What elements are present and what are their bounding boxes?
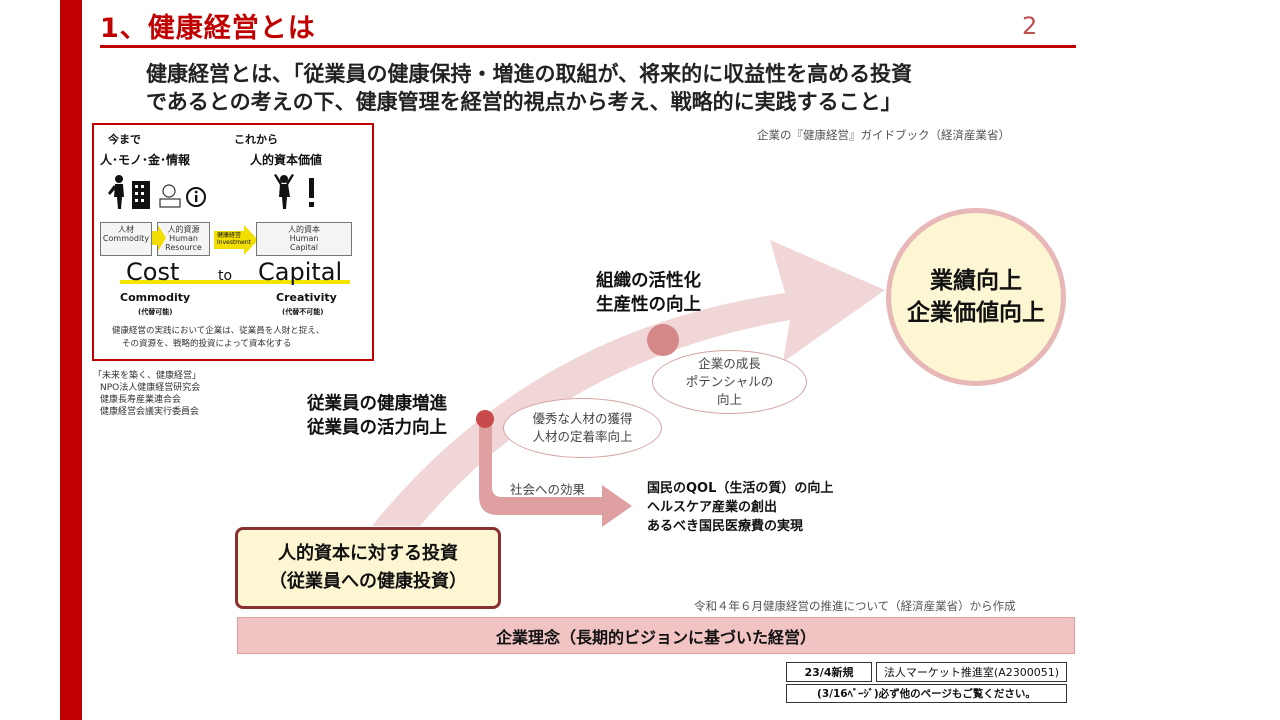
social-effect-arrow (479, 425, 632, 527)
page-number: 2 (1022, 12, 1038, 40)
inset-source-3: 健康長寿産業連合会 (100, 395, 182, 405)
capital-word: Capital (258, 258, 343, 286)
inset-source-2: NPO法人健康経営研究会 (100, 383, 201, 393)
human-capital-inset: 今まで これから 人･モノ･金･情報 人的資本価値 (92, 123, 374, 361)
inset-source-1: 「未来を築く、健康経営」 (93, 371, 202, 381)
investment-arrow (214, 225, 258, 255)
talent-oval: 優秀な人材の獲得 人材の定着率向上 (503, 398, 662, 458)
inset-footnote-1: 健康経営の実践において企業は、従業員を人財と捉え、 (112, 326, 325, 336)
source-guidebook: 企業の『健康経営』ガイドブック（経済産業省） (757, 128, 1010, 142)
footer-department: 法人マーケット推進室(A2300051) (876, 662, 1067, 682)
definition-line-1: 健康経営とは、「従業員の健康保持・増進の取組が、将来的に収益性を高める投資 (146, 62, 913, 86)
oval1-line1: 優秀な人材の獲得 (532, 411, 633, 426)
corporate-philosophy-bar: 企業理念（長期的ビジョンに基づいた経営） (237, 617, 1075, 654)
stage2-line2: 生産性の向上 (596, 295, 701, 315)
slide-title: 1、健康経営とは (100, 13, 316, 44)
growth-arrow (372, 240, 885, 526)
arrow-label-line1: 健康経営 (217, 232, 242, 239)
inset-source-4: 健康経営会議実行委員会 (100, 407, 200, 417)
oval2-line3: 向上 (716, 392, 742, 407)
investment-arrow-label: 健康経営 Investment (217, 232, 251, 246)
definition-line-2: であるとの考えの下、健康管理を経営的視点から考え、戦略的に実践すること」 (146, 90, 902, 114)
after-heading: 人的資本価値 (250, 153, 323, 167)
stage1-line2: 従業員の活力向上 (307, 418, 447, 438)
exclamation-icon (309, 178, 314, 207)
goal-line2: 企業価値向上 (907, 300, 1045, 326)
investment-line2: （従業員への健康投資） (269, 571, 467, 592)
money-icon (159, 184, 181, 208)
investment-box: 人的資本に対する投資 （従業員への健康投資） (235, 527, 501, 609)
creativity-label: Creativity (276, 291, 337, 304)
effect-healthcare-industry: ヘルスケア産業の創出 (647, 500, 778, 515)
growth-potential-oval: 企業の成長 ポテンシャルの 向上 (652, 350, 807, 414)
source-meti: 令和４年６月健康経営の推進について（経済産業省）から作成 (694, 599, 1016, 613)
person-icon (108, 175, 124, 209)
commodity-label: Commodity (120, 291, 191, 304)
building-icon (132, 181, 150, 209)
box2-line2: Human (169, 234, 198, 243)
investment-line1: 人的資本に対する投資 (278, 543, 458, 564)
icons-row (108, 174, 314, 209)
box2-line1: 人的資源 (167, 225, 200, 234)
stage2-label: 組織の活性化 生産性の向上 (596, 269, 701, 317)
stage2-node (647, 324, 679, 356)
box3-line1: 人的資本 (288, 225, 320, 234)
box3-line3: Capital (289, 243, 319, 252)
commodity-box: 人材 Commodity (100, 222, 152, 256)
arrow-label-line2: Investment (217, 239, 251, 246)
goal-circle: 業績向上 企業価値向上 (886, 208, 1066, 386)
cost-word: Cost (126, 258, 180, 286)
after-label: これから (234, 133, 278, 146)
footer-note: (3/16ﾍﾞｰｼﾞ)必ず他のページもご覧ください。 (786, 684, 1067, 703)
stage1-label: 従業員の健康増進 従業員の活力向上 (307, 392, 447, 440)
inset-footnote-2: その資源を、戦略的投資によって資本化する (122, 339, 292, 349)
left-accent-bar (60, 0, 82, 720)
box2-line3: Resource (165, 243, 202, 252)
oval1-line2: 人材の定着率向上 (532, 429, 633, 444)
info-icon (186, 187, 206, 207)
oval2-line1: 企業の成長 (698, 356, 761, 371)
effect-qol: 国民のQOL（生活の質）の向上 (647, 481, 834, 496)
before-heading: 人･モノ･金･情報 (100, 153, 191, 167)
box3-line2: Human (289, 234, 319, 243)
footer-date-new: 23/4新規 (786, 662, 872, 682)
human-capital-box: 人的資本 Human Capital (256, 222, 352, 256)
effect-medical-cost: あるべき国民医療費の実現 (647, 519, 804, 534)
before-label: 今まで (108, 133, 141, 146)
stage2-line1: 組織の活性化 (596, 271, 701, 291)
goal-line1: 業績向上 (930, 268, 1022, 294)
stage1-line1: 従業員の健康増進 (307, 394, 447, 414)
yellow-arrow-small (152, 225, 166, 251)
title-underline (100, 45, 1076, 48)
to-word: to (218, 268, 233, 284)
box1-line2: Commodity (102, 234, 150, 243)
social-effect-label: 社会への効果 (510, 482, 586, 497)
creativity-note: (代替不可能) (282, 308, 324, 316)
box1-line1: 人材 (118, 225, 134, 234)
yellow-underline (120, 280, 350, 284)
commodity-note: (代替可能) (138, 308, 173, 316)
oval2-line2: ポテンシャルの (685, 374, 774, 389)
person-cheering-icon (274, 174, 294, 209)
stage1-node (476, 410, 494, 428)
human-resource-box: 人的資源 Human Resource (157, 222, 210, 256)
